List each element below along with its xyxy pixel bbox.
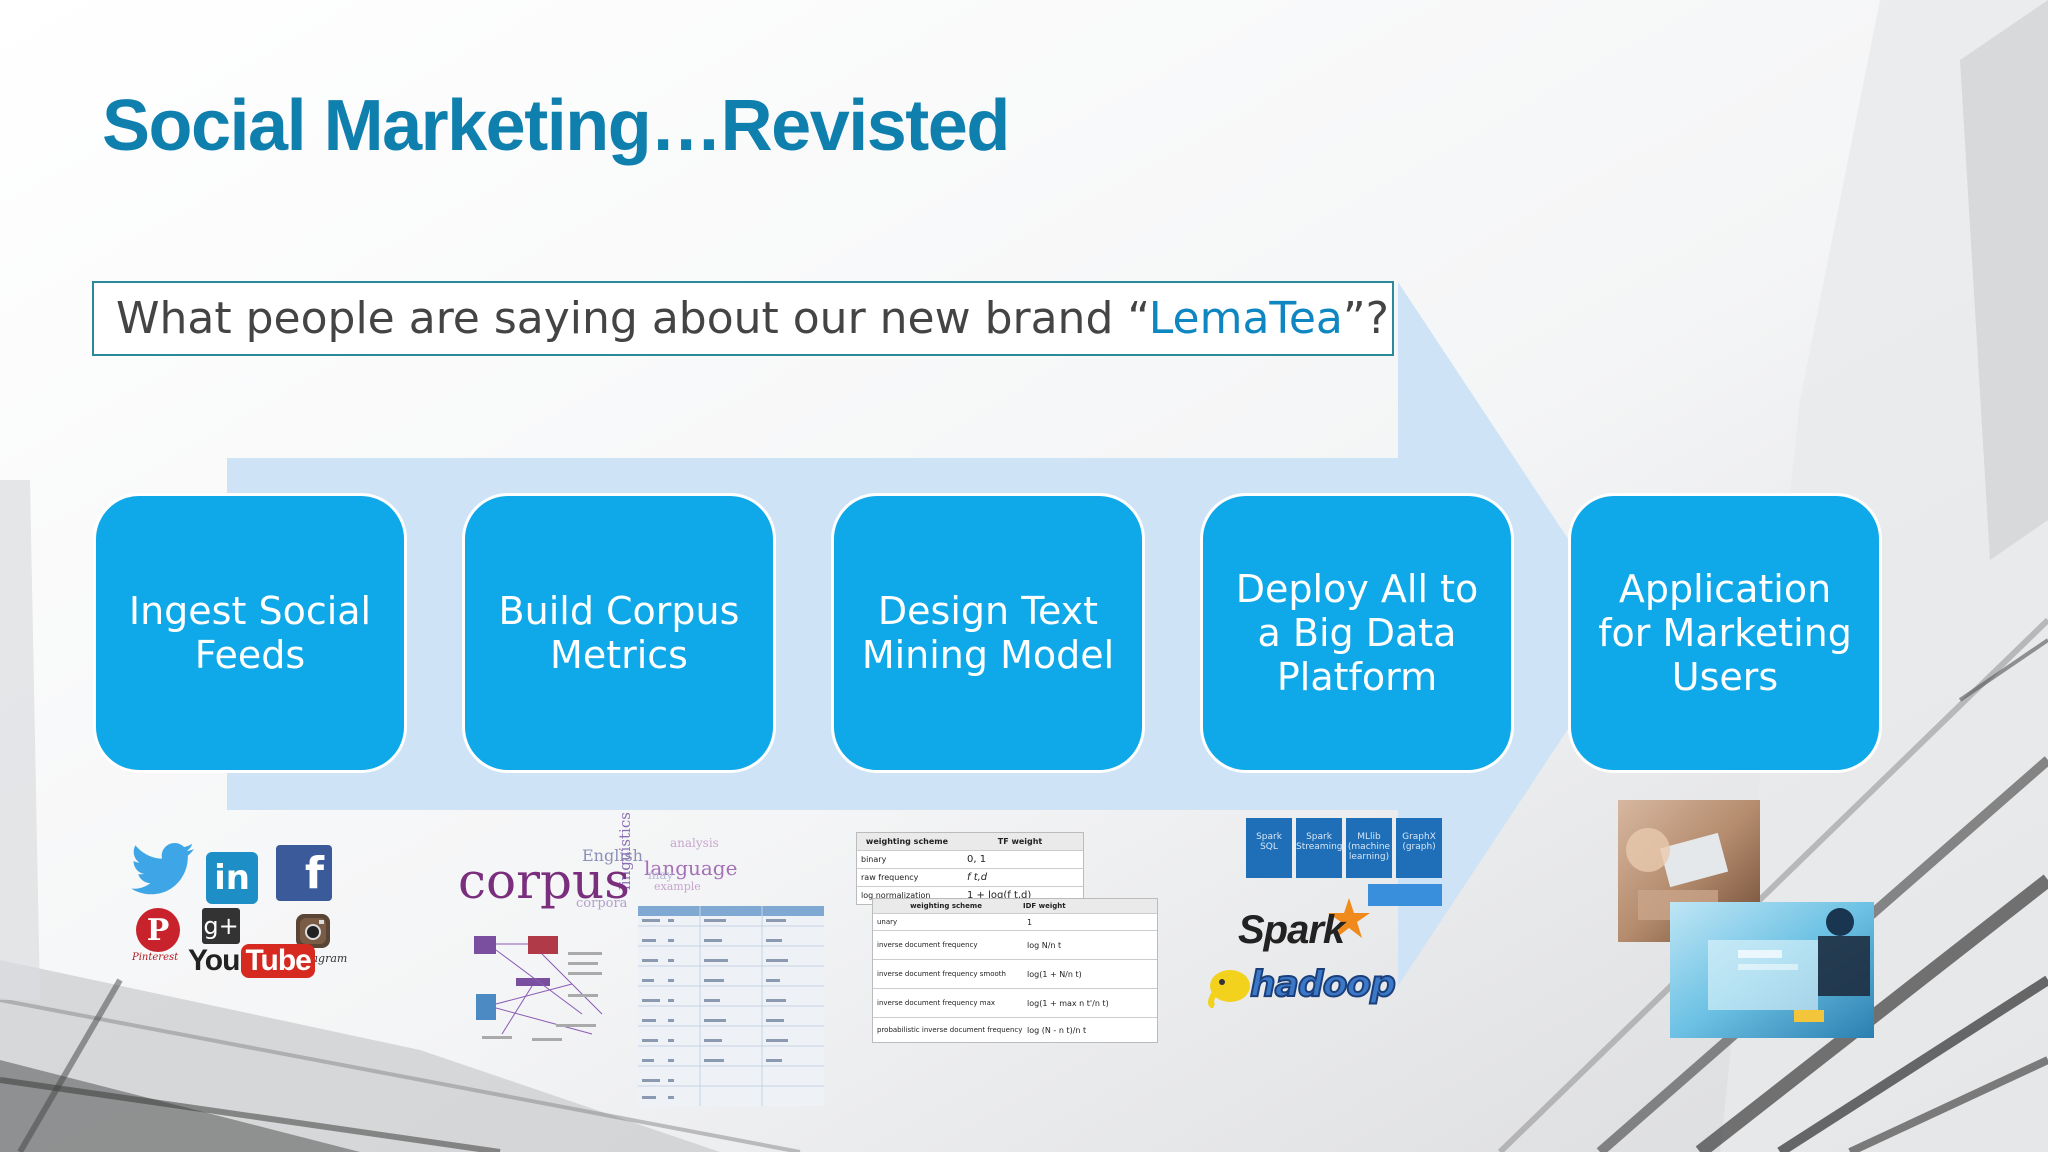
tf-row-weight: f t,d [967,872,988,883]
corpus-diagram [474,936,603,1041]
tf-weight-table: weighting scheme TF weight binary 0, 1 ra… [856,832,1084,905]
step-label: Design Text Mining Model [861,589,1115,677]
corpus-image: English language linguistics analysis co… [458,812,830,1110]
idf-row-weight: log(1 + max n t'/n t) [1027,998,1109,1008]
tf-row-scheme: raw frequency [861,873,919,882]
spark-tile: GraphX (graph) [1396,818,1442,878]
idf-weight-table: weighting scheme IDF weight unary 1 inver… [872,898,1158,1043]
spark-label: Spark [1238,908,1345,952]
idf-row-scheme: inverse document frequency smooth [877,970,1006,978]
marketing-users-image [1618,800,1874,1040]
brand-name: LemaTea [1148,293,1343,344]
corpus-word-cloud: English language linguistics analysis co… [458,812,738,912]
tf-row-scheme: log normalization [861,891,931,900]
idf-header-scheme: weighting scheme [910,902,982,910]
question-box: What people are saying about our new bra… [92,281,1394,356]
idf-row-scheme: unary [877,918,898,926]
spark-tile: Spark Streaming [1296,818,1342,878]
spark-tile-label: GraphX (graph) [1402,832,1436,852]
linkedin-icon: in [206,852,258,904]
pinterest-caption: Pinterest [132,952,179,963]
cloud-word: language [644,856,738,880]
spark-core-bar [1368,884,1442,906]
idf-row-scheme: probabilistic inverse document frequency [877,1026,1023,1034]
youtube-you-text: You [188,944,240,977]
cloud-word: analysis [670,836,719,850]
spark-tile: MLlib (machine learning) [1346,818,1392,878]
question-suffix: ”? [1342,293,1390,344]
pinterest-icon: P [136,908,180,952]
step-deploy-big-data-platform: Deploy All to a Big Data Platform [1200,493,1514,773]
idf-header-weight: IDF weight [1023,902,1066,910]
tf-row-weight: 1 + log(f t,d) [967,890,1032,901]
facebook-text: f [304,847,324,899]
hadoop-logo: hadoop [1206,962,1397,1012]
idf-row-weight: log N/n t [1027,940,1062,950]
step-label: Ingest Social Feeds [128,589,372,677]
slide-title: Social Marketing…Revisted [102,86,1010,166]
spark-tile-label: Spark Streaming [1296,832,1343,852]
idf-row-weight: log(1 + N/n t) [1027,969,1082,979]
idf-row-weight: 1 [1027,917,1033,927]
spark-star-icon [1328,898,1370,938]
idf-row-weight: log (N - n t)/n t [1027,1025,1087,1035]
tf-row-weight: 0, 1 [967,854,987,865]
youtube-tube-text: Tube [241,944,315,978]
facebook-icon: f [276,845,332,901]
step-label: Deploy All to a Big Data Platform [1235,567,1479,699]
cloud-word: example [654,880,701,893]
idf-row-scheme: inverse document frequency [877,941,978,949]
step-ingest-social-feeds: Ingest Social Feeds [93,493,407,773]
youtube-icon: You Tube [188,944,315,978]
hadoop-label: hadoop [1249,963,1397,1006]
step-application-marketing-users: Application for Marketing Users [1568,493,1882,773]
big-data-logos-image: Spark SQL Spark Streaming MLlib (machine… [1206,814,1442,1014]
spark-tile-label: MLlib (machine learning) [1347,832,1391,862]
step-label: Application for Marketing Users [1598,567,1852,699]
tf-idf-tables-image: weighting scheme TF weight binary 0, 1 ra… [856,832,1160,1043]
spark-tile-label: Spark SQL [1256,832,1282,852]
linkedin-text: in [214,858,250,898]
twitter-icon [130,842,196,898]
spark-tile: Spark SQL [1246,818,1292,878]
instagram-icon [296,914,330,948]
spark-logo: Spark [1238,896,1388,956]
googleplus-icon: g+ [202,908,240,944]
googleplus-text: g+ [203,912,239,940]
tf-header-weight: TF weight [997,837,1043,846]
step-design-text-mining-model: Design Text Mining Model [831,493,1145,773]
idf-row-scheme: inverse document frequency max [877,999,996,1007]
step-build-corpus-metrics: Build Corpus Metrics [462,493,776,773]
tf-header-scheme: weighting scheme [865,837,949,846]
cloud-word: corpora [576,896,628,911]
step-label: Build Corpus Metrics [498,589,740,677]
corpus-frequency-table [638,906,824,1106]
cloud-word: English [582,846,643,865]
cloud-word: may [648,868,674,882]
corpus-word: corpus [458,852,630,910]
tf-row-scheme: binary [861,855,887,864]
elephant-icon [1208,970,1250,1008]
social-icons-image: in f P Pinterest g+ Instagram You Tube [130,840,350,990]
question-text: What people are saying about our new bra… [116,293,1149,344]
